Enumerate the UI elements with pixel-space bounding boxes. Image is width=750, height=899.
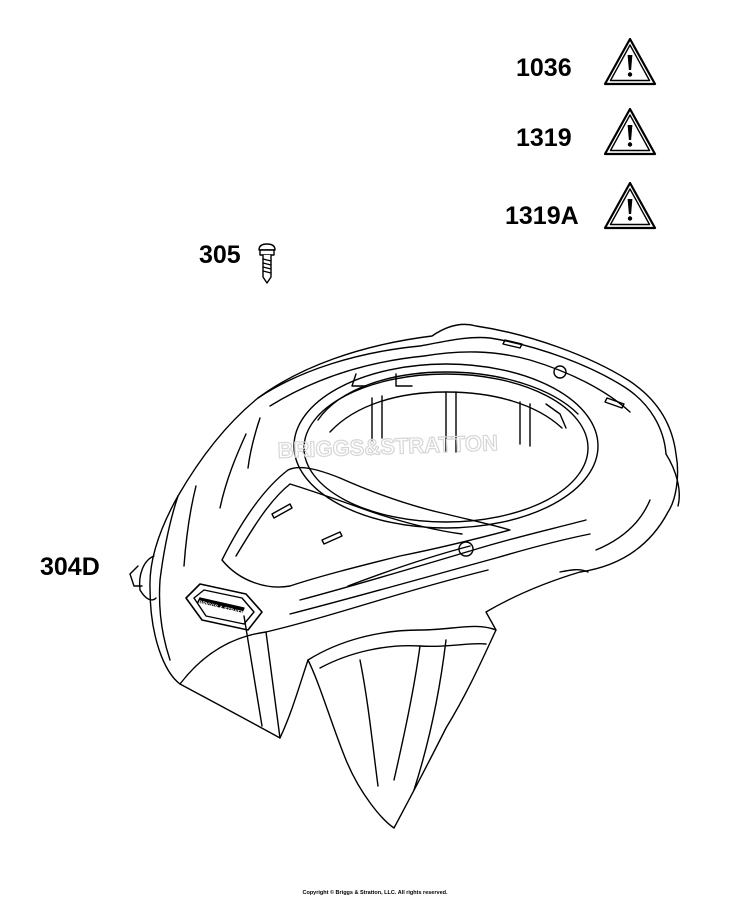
- callout-1319a: 1319A: [505, 202, 579, 230]
- watermark-text: BRIGGS&STRATTON: [277, 430, 498, 463]
- callout-304d: 304D: [40, 553, 100, 581]
- briggs-stratton-logo-badge: [185, 583, 263, 631]
- callout-1036: 1036: [516, 54, 572, 82]
- screw-icon: [258, 243, 276, 284]
- callout-1319: 1319: [516, 124, 572, 152]
- callout-305: 305: [199, 241, 241, 269]
- copyright-notice: Copyright © Briggs & Stratton, LLC. All …: [302, 890, 448, 896]
- warning-triangle-icon: [603, 107, 657, 156]
- blower-housing-shroud: [129, 323, 680, 829]
- warning-triangle-icon: [603, 181, 657, 230]
- warning-triangle-icon: [603, 37, 657, 86]
